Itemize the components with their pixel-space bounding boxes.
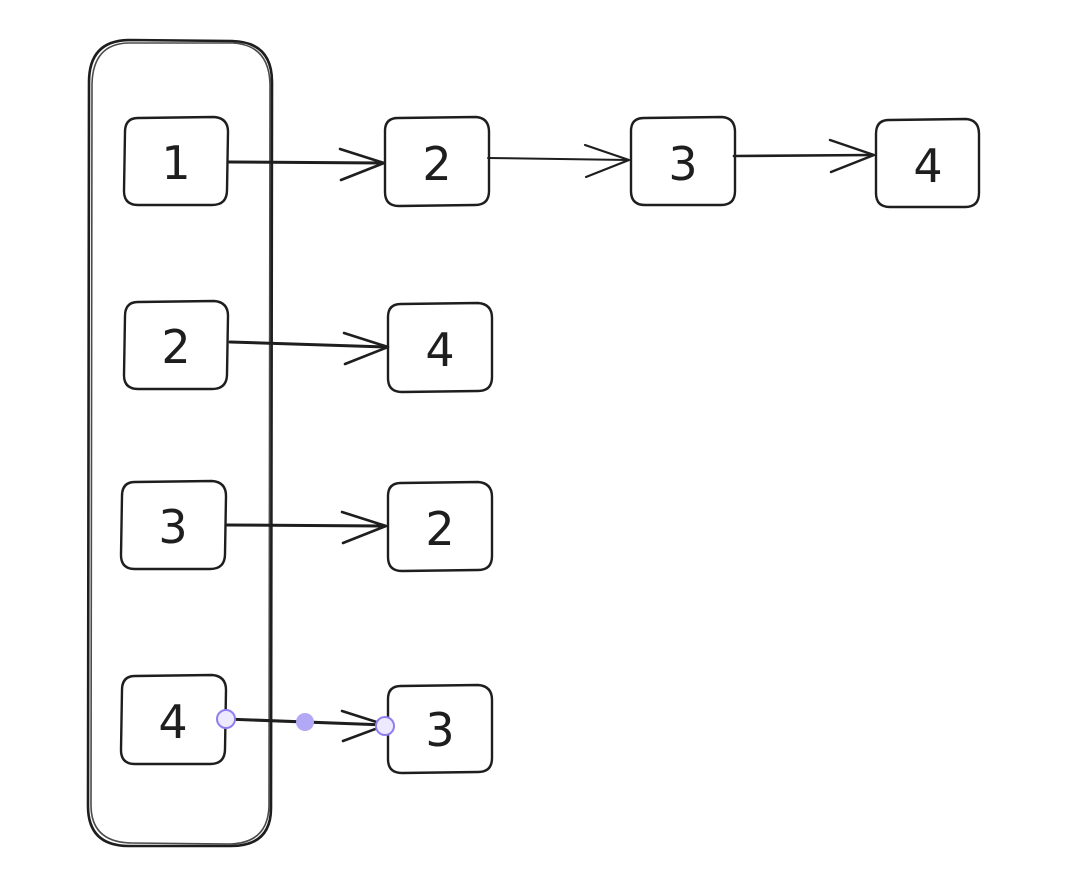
vertex-node-4[interactable]: 4 <box>119 673 228 766</box>
neighbor-label: 3 <box>668 137 697 191</box>
vertex-label: 2 <box>161 320 190 374</box>
edge-start-handle[interactable] <box>216 709 236 729</box>
vertex-label: 3 <box>158 500 187 554</box>
neighbor-label: 4 <box>425 323 454 377</box>
neighbor-label: 2 <box>425 502 454 556</box>
neighbor-node-1-a[interactable]: 2 <box>383 115 491 208</box>
neighbor-label: 4 <box>913 139 942 193</box>
edge-arrow[interactable] <box>228 331 390 366</box>
edge-arrow[interactable] <box>732 138 876 174</box>
neighbor-node-3-a[interactable]: 2 <box>386 480 494 573</box>
vertex-label: 4 <box>158 695 187 749</box>
edge-arrow[interactable] <box>487 143 631 179</box>
edge-arrow[interactable] <box>227 147 386 182</box>
vertex-node-1[interactable]: 1 <box>122 115 230 207</box>
edge-arrow[interactable] <box>224 510 388 545</box>
edge-end-handle[interactable] <box>375 716 395 736</box>
neighbor-node-1-b[interactable]: 3 <box>629 115 737 207</box>
neighbor-node-1-c[interactable]: 4 <box>874 117 981 209</box>
neighbor-label: 3 <box>425 703 454 757</box>
vertex-column-container[interactable] <box>86 38 274 848</box>
vertex-node-2[interactable]: 2 <box>122 299 230 391</box>
neighbor-label: 2 <box>422 137 451 191</box>
vertex-node-3[interactable]: 3 <box>119 479 228 571</box>
neighbor-node-2-a[interactable]: 4 <box>386 301 494 394</box>
edge-midpoint-handle[interactable] <box>296 713 314 731</box>
neighbor-node-4-a[interactable]: 3 <box>386 683 494 775</box>
vertex-label: 1 <box>161 136 190 190</box>
